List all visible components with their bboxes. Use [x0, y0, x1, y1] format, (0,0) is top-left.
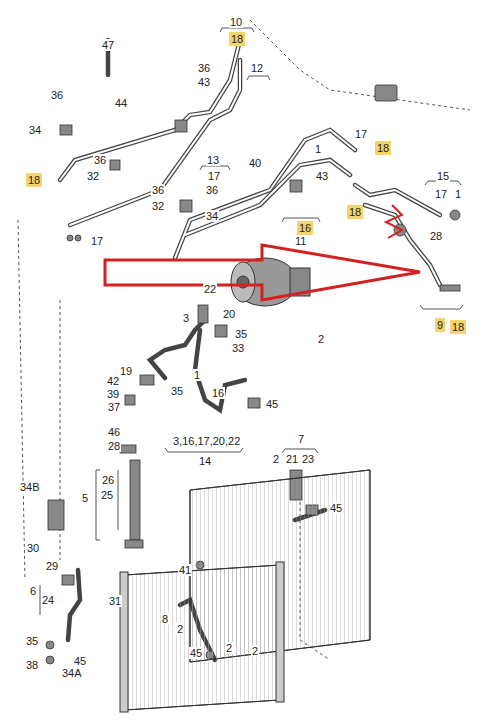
callout-number: 35 — [170, 385, 184, 397]
callout-number: 47 — [101, 39, 115, 51]
callout-number: 5 — [81, 492, 89, 504]
callout-number: 26 — [101, 474, 115, 486]
callout-number: 29 — [45, 560, 59, 572]
callout-number: 2 — [317, 333, 325, 345]
callout-number: 22 — [203, 283, 217, 295]
callout-number: 43 — [197, 76, 211, 88]
callout-number: 36 — [50, 89, 64, 101]
callout-number: 16 — [297, 221, 313, 235]
callout-number: 41 — [178, 564, 192, 576]
callout-number: 18 — [229, 32, 245, 46]
callout-number: 18 — [450, 320, 466, 334]
callout-number: 17 — [434, 188, 448, 200]
callout-number: 36 — [197, 62, 211, 74]
callout-number: 19 — [119, 365, 133, 377]
callout-number: 39 — [106, 388, 120, 400]
callout-number: 18 — [26, 173, 42, 187]
callout-number: 32 — [151, 200, 165, 212]
callout-number: 28 — [429, 230, 443, 242]
callout-number: 23 — [301, 453, 315, 465]
callout-number: 35 — [25, 635, 39, 647]
callout-number: 13 — [206, 154, 220, 166]
callout-number: 2 — [176, 623, 184, 635]
callout-number: 24 — [41, 594, 55, 606]
callout-number: 21 — [285, 453, 299, 465]
callout-number: 1 — [193, 369, 201, 381]
callout-number: 3,16,17,20,22 — [172, 435, 241, 447]
callout-number: 17 — [354, 128, 368, 140]
callout-number: 34B — [19, 481, 41, 493]
callout-number: 20 — [222, 308, 236, 320]
callout-number: 45 — [73, 655, 87, 667]
callout-number: 3 — [182, 312, 190, 324]
callout-number: 34A — [61, 667, 83, 679]
callout-number: 31 — [108, 595, 122, 607]
callout-number: 17 — [90, 235, 104, 247]
callout-number: 2 — [251, 645, 259, 657]
callout-number: 43 — [315, 170, 329, 182]
callout-number: 12 — [250, 62, 264, 74]
callout-number: 16 — [211, 387, 225, 399]
callout-number: 11 — [294, 235, 307, 247]
callout-number: 15 — [436, 170, 450, 182]
callout-number: 9 — [435, 318, 445, 332]
callout-number: 45 — [265, 398, 279, 410]
callout-number: 14 — [198, 455, 212, 467]
callout-number: 36 — [151, 184, 165, 196]
callout-number: 6 — [29, 585, 37, 597]
callout-number: 44 — [114, 97, 128, 109]
callout-number: 36 — [93, 154, 107, 166]
callout-number: 45 — [189, 647, 203, 659]
callout-number: 30 — [26, 542, 40, 554]
callout-number: 35 — [234, 328, 248, 340]
callout-number: 28 — [107, 440, 121, 452]
callout-number: 36 — [205, 184, 219, 196]
callout-number: 34 — [28, 124, 42, 136]
callout-number: 25 — [100, 489, 114, 501]
callout-number: 7 — [297, 433, 305, 445]
callout-number: 33 — [231, 342, 245, 354]
callout-number: 2 — [272, 453, 280, 465]
callout-number: 37 — [107, 401, 121, 413]
callout-number: 40 — [248, 157, 262, 169]
callout-number: 46 — [107, 426, 121, 438]
callout-number: 18 — [347, 205, 363, 219]
callout-number: 32 — [86, 170, 100, 182]
callout-number: 42 — [106, 375, 120, 387]
callout-number: 18 — [375, 141, 391, 155]
callout-number: 10 — [229, 16, 243, 28]
callout-number: 17 — [207, 170, 221, 182]
callout-number: 8 — [161, 613, 169, 625]
callout-number: 1 — [454, 188, 462, 200]
callout-number: 2 — [225, 642, 233, 654]
callout-number: 1 — [314, 143, 322, 155]
callout-number: 34 — [205, 210, 219, 222]
callout-number: 38 — [25, 659, 39, 671]
callout-number: 45 — [329, 502, 343, 514]
